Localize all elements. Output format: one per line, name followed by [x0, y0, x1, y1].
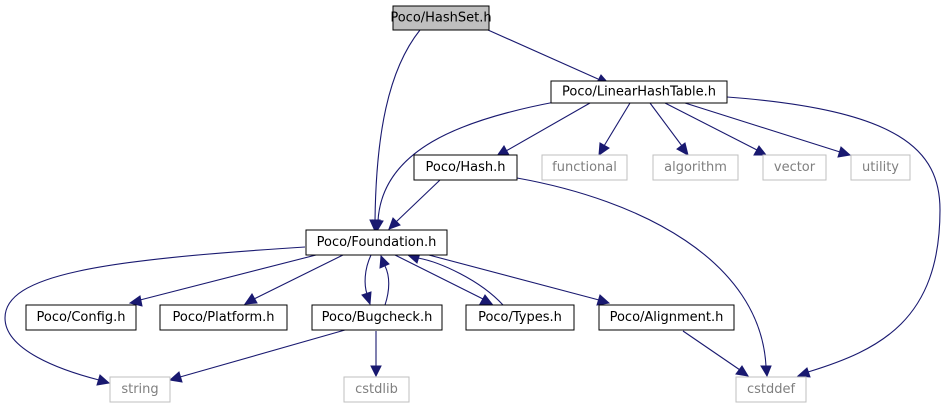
edge-hash-to-foundation	[388, 179, 441, 230]
node-functional[interactable]: functional	[541, 154, 628, 181]
edge-hashset-to-linearhashtable	[487, 29, 610, 85]
node-label: Poco/Hash.h	[426, 160, 506, 175]
node-label: Poco/Foundation.h	[317, 235, 437, 250]
edge-alignment-to-cstddef	[682, 330, 749, 377]
node-string[interactable]: string	[109, 376, 171, 403]
node-platform[interactable]: Poco/Platform.h	[159, 304, 288, 331]
node-linearhashtable[interactable]: Poco/LinearHashTable.h	[550, 80, 728, 104]
node-utility[interactable]: utility	[850, 154, 911, 181]
node-label: string	[121, 382, 158, 397]
edge-hash-to-cstddef	[516, 177, 772, 378]
node-label: cstddef	[747, 382, 796, 397]
edge-bugcheck-to-cstdlib	[370, 331, 382, 378]
node-label: Poco/Alignment.h	[610, 310, 724, 325]
node-alignment[interactable]: Poco/Alignment.h	[598, 304, 735, 331]
node-label: functional	[552, 160, 617, 175]
node-label: Poco/Bugcheck.h	[322, 310, 433, 325]
edge-types-to-foundation	[406, 252, 504, 306]
edge-linearhashtable-to-functional	[598, 102, 631, 157]
node-label: algorithm	[664, 160, 727, 175]
nodes: Poco/HashSet.h Poco/LinearHashTable.h Po…	[25, 5, 911, 403]
edge-linearhashtable-to-cstddef	[726, 96, 941, 378]
edges	[4, 29, 941, 386]
edge-bugcheck-to-foundation	[379, 254, 390, 306]
edge-bugcheck-to-string	[168, 329, 346, 383]
edge-linearhashtable-to-foundation	[372, 101, 556, 233]
edge-foundation-to-types	[394, 254, 494, 305]
node-algorithm[interactable]: algorithm	[652, 154, 739, 181]
node-hash[interactable]: Poco/Hash.h	[413, 154, 518, 181]
node-label: cstdlib	[355, 382, 398, 397]
node-label: vector	[774, 160, 816, 175]
node-cstdlib[interactable]: cstdlib	[343, 376, 410, 403]
edge-hashset-to-foundation	[369, 29, 421, 233]
edge-foundation-to-config	[128, 253, 321, 307]
edge-foundation-to-alignment	[424, 253, 611, 306]
edge-foundation-to-bugcheck	[361, 254, 372, 306]
edge-foundation-to-platform	[243, 253, 346, 305]
edge-linearhashtable-to-vector	[664, 102, 768, 156]
edge-foundation-to-string	[4, 246, 306, 386]
node-label: Poco/Platform.h	[172, 310, 274, 325]
node-cstddef[interactable]: cstddef	[735, 376, 807, 403]
node-label: Poco/Types.h	[478, 310, 562, 325]
node-vector[interactable]: vector	[762, 154, 827, 181]
node-label: Poco/Config.h	[37, 310, 126, 325]
node-config[interactable]: Poco/Config.h	[25, 304, 137, 331]
node-foundation[interactable]: Poco/Foundation.h	[305, 229, 448, 256]
node-bugcheck[interactable]: Poco/Bugcheck.h	[311, 304, 443, 331]
node-label: Poco/LinearHashTable.h	[562, 85, 716, 100]
edge-linearhashtable-to-hash	[495, 102, 591, 157]
node-label: utility	[862, 160, 899, 175]
node-hashset[interactable]: Poco/HashSet.h	[390, 5, 492, 31]
edge-linearhashtable-to-utility	[684, 102, 852, 158]
edge-linearhashtable-to-algorithm	[649, 102, 689, 156]
node-label: Poco/HashSet.h	[390, 11, 491, 26]
node-types[interactable]: Poco/Types.h	[465, 304, 575, 331]
